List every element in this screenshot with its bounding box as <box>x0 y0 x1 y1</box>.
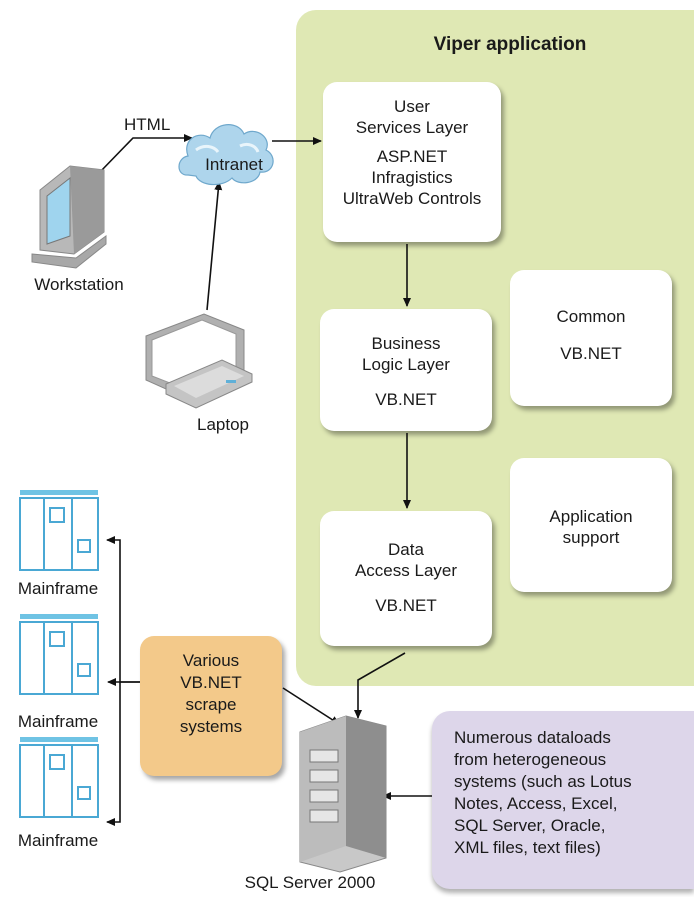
user-services-layer-box: User Services Layer ASP.NET Infragistics… <box>323 82 501 242</box>
mainframe-label-2: Mainframe <box>17 712 99 731</box>
arrow-laptop-to-intranet <box>206 181 223 311</box>
html-label: HTML <box>124 115 171 134</box>
mainframe-icon-2 <box>19 614 99 695</box>
data-access-layer-box: Data Access Layer VB.NET <box>320 511 492 646</box>
arrow-scrape-to-mainframe-3 <box>106 682 121 826</box>
business-logic-layer-box: Business Logic Layer VB.NET <box>320 309 492 431</box>
workstation-label: Workstation <box>34 275 124 294</box>
user-layer-line-2: Services Layer <box>355 118 469 137</box>
dataloads-line-2: from heterogeneous <box>454 750 607 769</box>
dataloads-line-5: SQL Server, Oracle, <box>454 816 606 835</box>
dataloads-box: Numerous dataloads from heterogeneous sy… <box>432 711 694 889</box>
workstation-icon <box>31 165 107 269</box>
mainframe-label-1: Mainframe <box>17 579 99 598</box>
sql-server-label: SQL Server 2000 <box>244 873 376 892</box>
dataloads-line-6: XML files, text files) <box>454 838 601 857</box>
user-layer-line-1: User <box>394 97 430 116</box>
mainframe-label-3: Mainframe <box>17 831 99 850</box>
user-layer-tech-1: ASP.NET <box>376 147 448 166</box>
mainframe-icon-1 <box>19 490 99 571</box>
scrape-line-1: Various <box>182 651 240 670</box>
dataloads-line-4: Notes, Access, Excel, <box>454 794 618 813</box>
appsupport-line-1: Application <box>549 507 633 526</box>
sql-server-icon <box>299 715 387 873</box>
user-layer-tech-2: Infragistics <box>371 168 453 187</box>
common-line-1: Common <box>556 307 626 326</box>
appsupport-line-2: support <box>562 528 620 547</box>
mainframe-icon-3 <box>19 737 99 818</box>
common-tech: VB.NET <box>560 344 622 363</box>
user-layer-tech-3: UltraWeb Controls <box>342 189 482 208</box>
dataloads-line-1: Numerous dataloads <box>454 728 611 747</box>
business-layer-tech: VB.NET <box>375 390 437 409</box>
scrape-line-2: VB.NET <box>180 673 242 692</box>
laptop-label: Laptop <box>197 415 249 434</box>
arrow-scrape-to-mainframes <box>106 536 140 683</box>
arrow-workstation-to-intranet <box>99 134 193 173</box>
laptop-icon <box>145 313 253 409</box>
intranet-label: Intranet <box>205 155 263 174</box>
business-layer-line-1: Business <box>371 334 441 353</box>
common-box: Common VB.NET <box>510 270 672 406</box>
dataloads-line-3: systems (such as Lotus <box>454 772 632 791</box>
business-layer-line-2: Logic Layer <box>362 355 450 374</box>
scrape-line-3: scrape <box>185 695 237 714</box>
scrape-systems-box: Various VB.NET scrape systems <box>140 636 282 776</box>
data-layer-line-2: Access Layer <box>354 561 458 580</box>
arrow-scrape-to-sql <box>282 687 340 725</box>
data-layer-line-1: Data <box>388 540 424 559</box>
data-layer-tech: VB.NET <box>375 596 437 615</box>
viper-application-title: Viper application <box>433 34 587 55</box>
scrape-line-4: systems <box>179 717 243 736</box>
application-support-box: Application support <box>510 458 672 592</box>
